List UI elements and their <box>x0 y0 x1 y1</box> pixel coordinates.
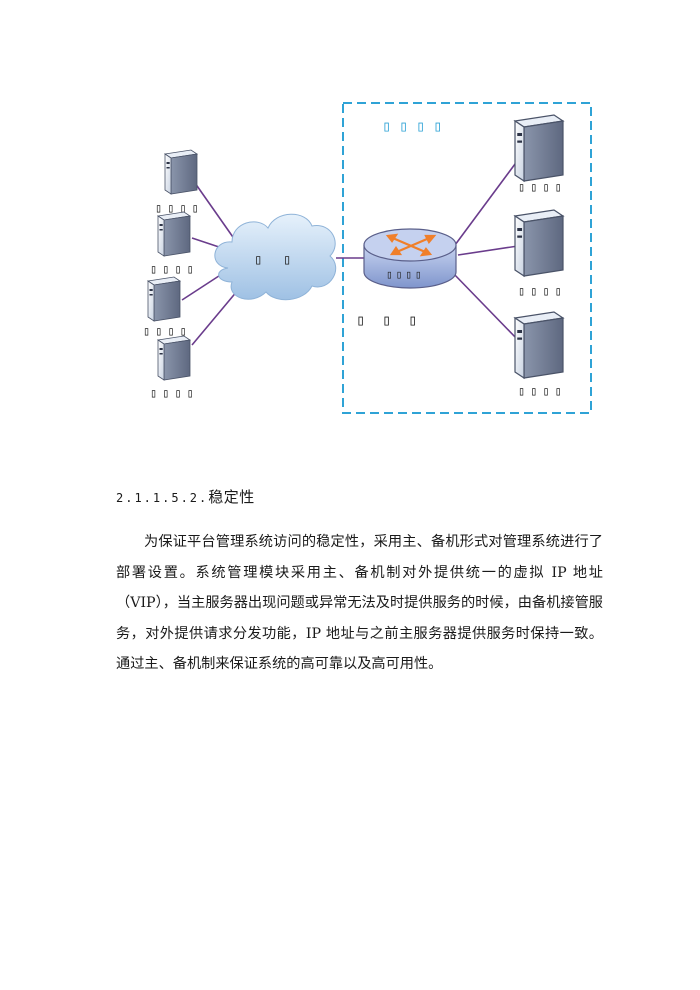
network-diagram: ▯▯▯▯ ▯▯▯▯ ▯▯▯▯ ▯▯▯▯ ▯▯▯▯ ▯ ▯ <box>143 102 592 414</box>
server-icon <box>514 209 564 277</box>
client-label: ▯▯▯▯ <box>150 386 199 400</box>
section-number: 2.1.1.5.2. <box>116 491 209 505</box>
body-paragraph: 为保证平台管理系统访问的稳定性，采用主、备机形式对管理系统进行了部署设置。系统管… <box>116 534 603 672</box>
server-label: ▯▯▯▯ <box>518 180 567 194</box>
client-pc-icon <box>147 276 181 322</box>
server-icon <box>514 114 564 182</box>
section-heading: 2.1.1.5.2.稳定性 <box>116 486 255 507</box>
client-pc-icon <box>157 335 191 381</box>
client-label: ▯▯▯▯ <box>143 324 192 338</box>
client-pc-icon <box>157 211 191 257</box>
client-label: ▯▯▯▯ <box>155 201 204 215</box>
cloud-icon <box>214 213 337 301</box>
cluster-title: ▯▯▯▯ <box>382 117 450 135</box>
client-pc-icon <box>164 149 198 195</box>
load-balancer-label: ▯▯▯▯ <box>386 268 425 281</box>
server-label: ▯▯▯▯ <box>518 384 567 398</box>
network-label: ▯ ▯ <box>254 252 297 268</box>
load-balancer-icon <box>363 228 457 289</box>
client-label: ▯▯▯▯ <box>150 262 199 276</box>
section-title: 稳定性 <box>208 488 255 506</box>
server-icon <box>514 311 564 379</box>
server-label: ▯▯▯▯ <box>518 284 567 298</box>
load-balancer-caption: ▯ ▯ ▯ <box>356 311 421 329</box>
